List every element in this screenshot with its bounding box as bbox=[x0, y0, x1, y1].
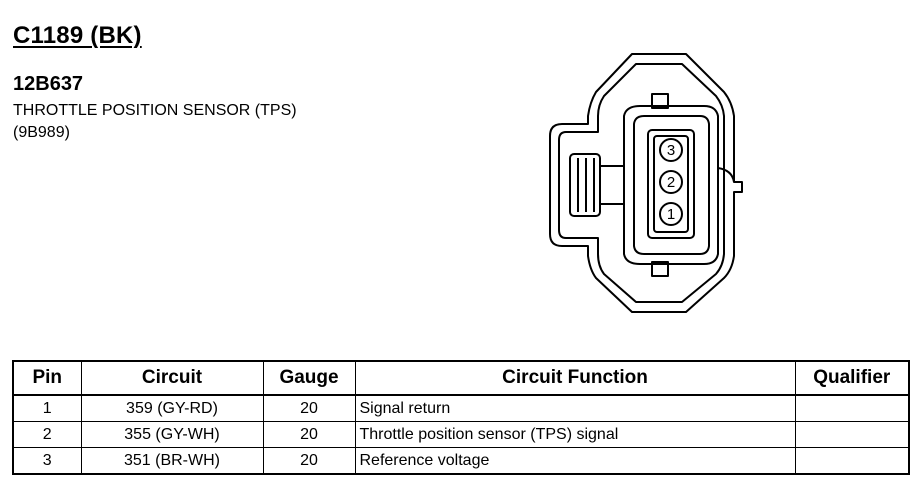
pin-3-label: 3 bbox=[667, 142, 675, 159]
connector-shell-inner-line bbox=[558, 63, 725, 303]
header-gauge: Gauge bbox=[262, 360, 356, 396]
pin-1-circle bbox=[659, 202, 683, 226]
component-name: THROTTLE POSITION SENSOR (TPS) bbox=[13, 102, 297, 119]
part-number: 12B637 bbox=[13, 73, 84, 95]
table-header-row: Pin Circuit Gauge Circuit Function Quali… bbox=[12, 360, 910, 396]
right-bump bbox=[717, 167, 735, 183]
pin-insert-block bbox=[647, 129, 695, 239]
qualifier-cell bbox=[794, 394, 910, 422]
header-circuit: Circuit bbox=[80, 360, 264, 396]
top-key bbox=[651, 93, 669, 109]
function-cell: Throttle position sensor (TPS) signal bbox=[354, 421, 796, 448]
pin-cell: 3 bbox=[12, 447, 82, 475]
pin-1-label: 1 bbox=[667, 206, 675, 223]
gauge-cell: 20 bbox=[262, 394, 356, 422]
function-cell: Signal return bbox=[354, 394, 796, 422]
connector-outer-shell bbox=[549, 53, 743, 313]
pin-circles bbox=[659, 138, 683, 226]
qualifier-cell bbox=[794, 421, 910, 448]
pin-insert-inner bbox=[653, 135, 689, 233]
connector-face-diagram: 3 2 1 bbox=[549, 53, 743, 313]
function-cell: Reference voltage bbox=[354, 447, 796, 475]
table-row: 1 359 (GY-RD) 20 Signal return bbox=[12, 394, 910, 422]
qualifier-cell bbox=[794, 447, 910, 475]
pin-cell: 2 bbox=[12, 421, 82, 448]
component-code: (9B989) bbox=[13, 124, 70, 141]
header-pin: Pin bbox=[12, 360, 82, 396]
circuit-cell: 355 (GY-WH) bbox=[80, 421, 264, 448]
locking-latch-detail bbox=[577, 158, 595, 212]
latch-arm bbox=[600, 165, 624, 205]
circuit-cell: 359 (GY-RD) bbox=[80, 394, 264, 422]
pin-cell: 1 bbox=[12, 394, 82, 422]
connector-cavity-inner-line bbox=[633, 115, 710, 255]
header-qualifier: Qualifier bbox=[794, 360, 910, 396]
pin-table: Pin Circuit Gauge Circuit Function Quali… bbox=[12, 360, 910, 475]
gauge-cell: 20 bbox=[262, 447, 356, 475]
header-circuit-function: Circuit Function bbox=[354, 360, 796, 396]
pin-2-label: 2 bbox=[667, 174, 675, 191]
locking-latch bbox=[569, 153, 601, 217]
pin-2-circle bbox=[659, 170, 683, 194]
pin-3-circle bbox=[659, 138, 683, 162]
table-row: 2 355 (GY-WH) 20 Throttle position senso… bbox=[12, 421, 910, 448]
gauge-cell: 20 bbox=[262, 421, 356, 448]
connector-cavity bbox=[623, 105, 719, 265]
bottom-key bbox=[651, 261, 669, 277]
circuit-cell: 351 (BR-WH) bbox=[80, 447, 264, 475]
connector-id-title: C1189 (BK) bbox=[13, 22, 142, 49]
table-row: 3 351 (BR-WH) 20 Reference voltage bbox=[12, 447, 910, 475]
